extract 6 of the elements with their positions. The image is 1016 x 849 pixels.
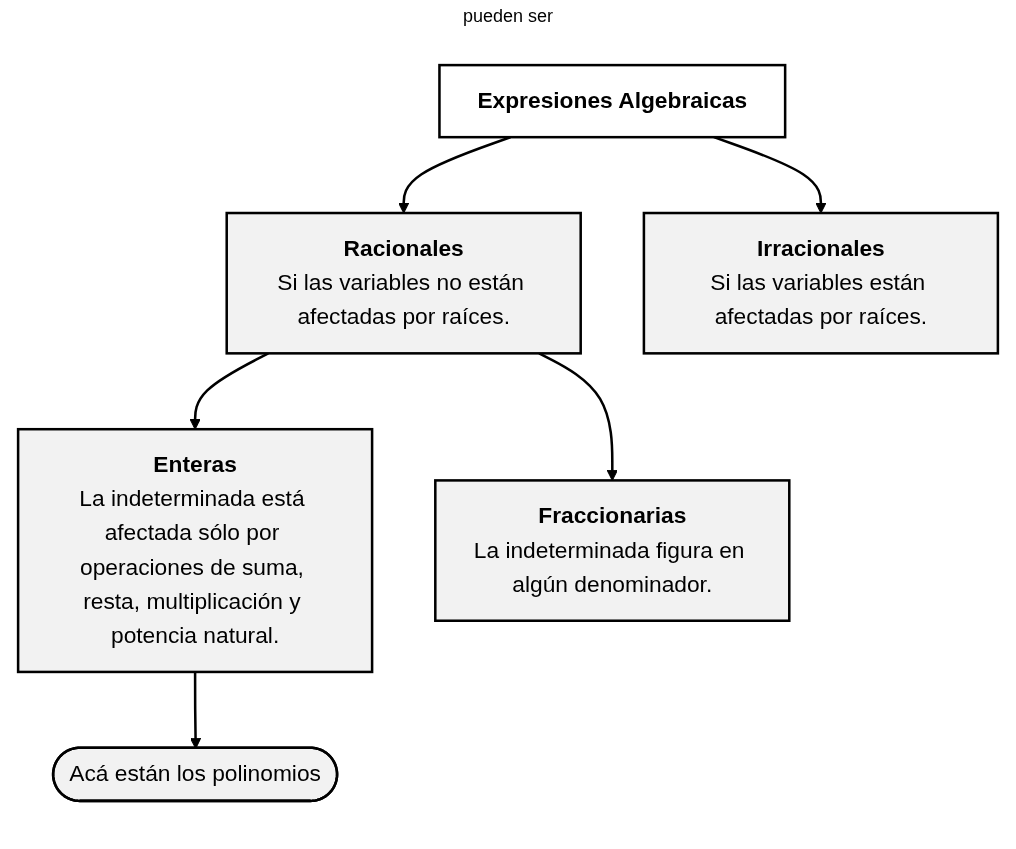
node-box: Racionales Si las variables no están afectadas por raíces. — [225, 211, 582, 355]
node-box: Fraccionarias La indeterminada figura en algún denominador. — [434, 479, 791, 622]
node-box: Enteras La indeterminada está afectada sólo por operaciones de suma, resta, multiplicación y potencia natural. — [16, 427, 374, 674]
node-box: Irracionales Si las variables están afectadas por raíces. — [642, 211, 1000, 355]
node-box: Expresiones Algebraicas — [438, 63, 787, 139]
note-text: pueden ser — [462, 6, 554, 26]
